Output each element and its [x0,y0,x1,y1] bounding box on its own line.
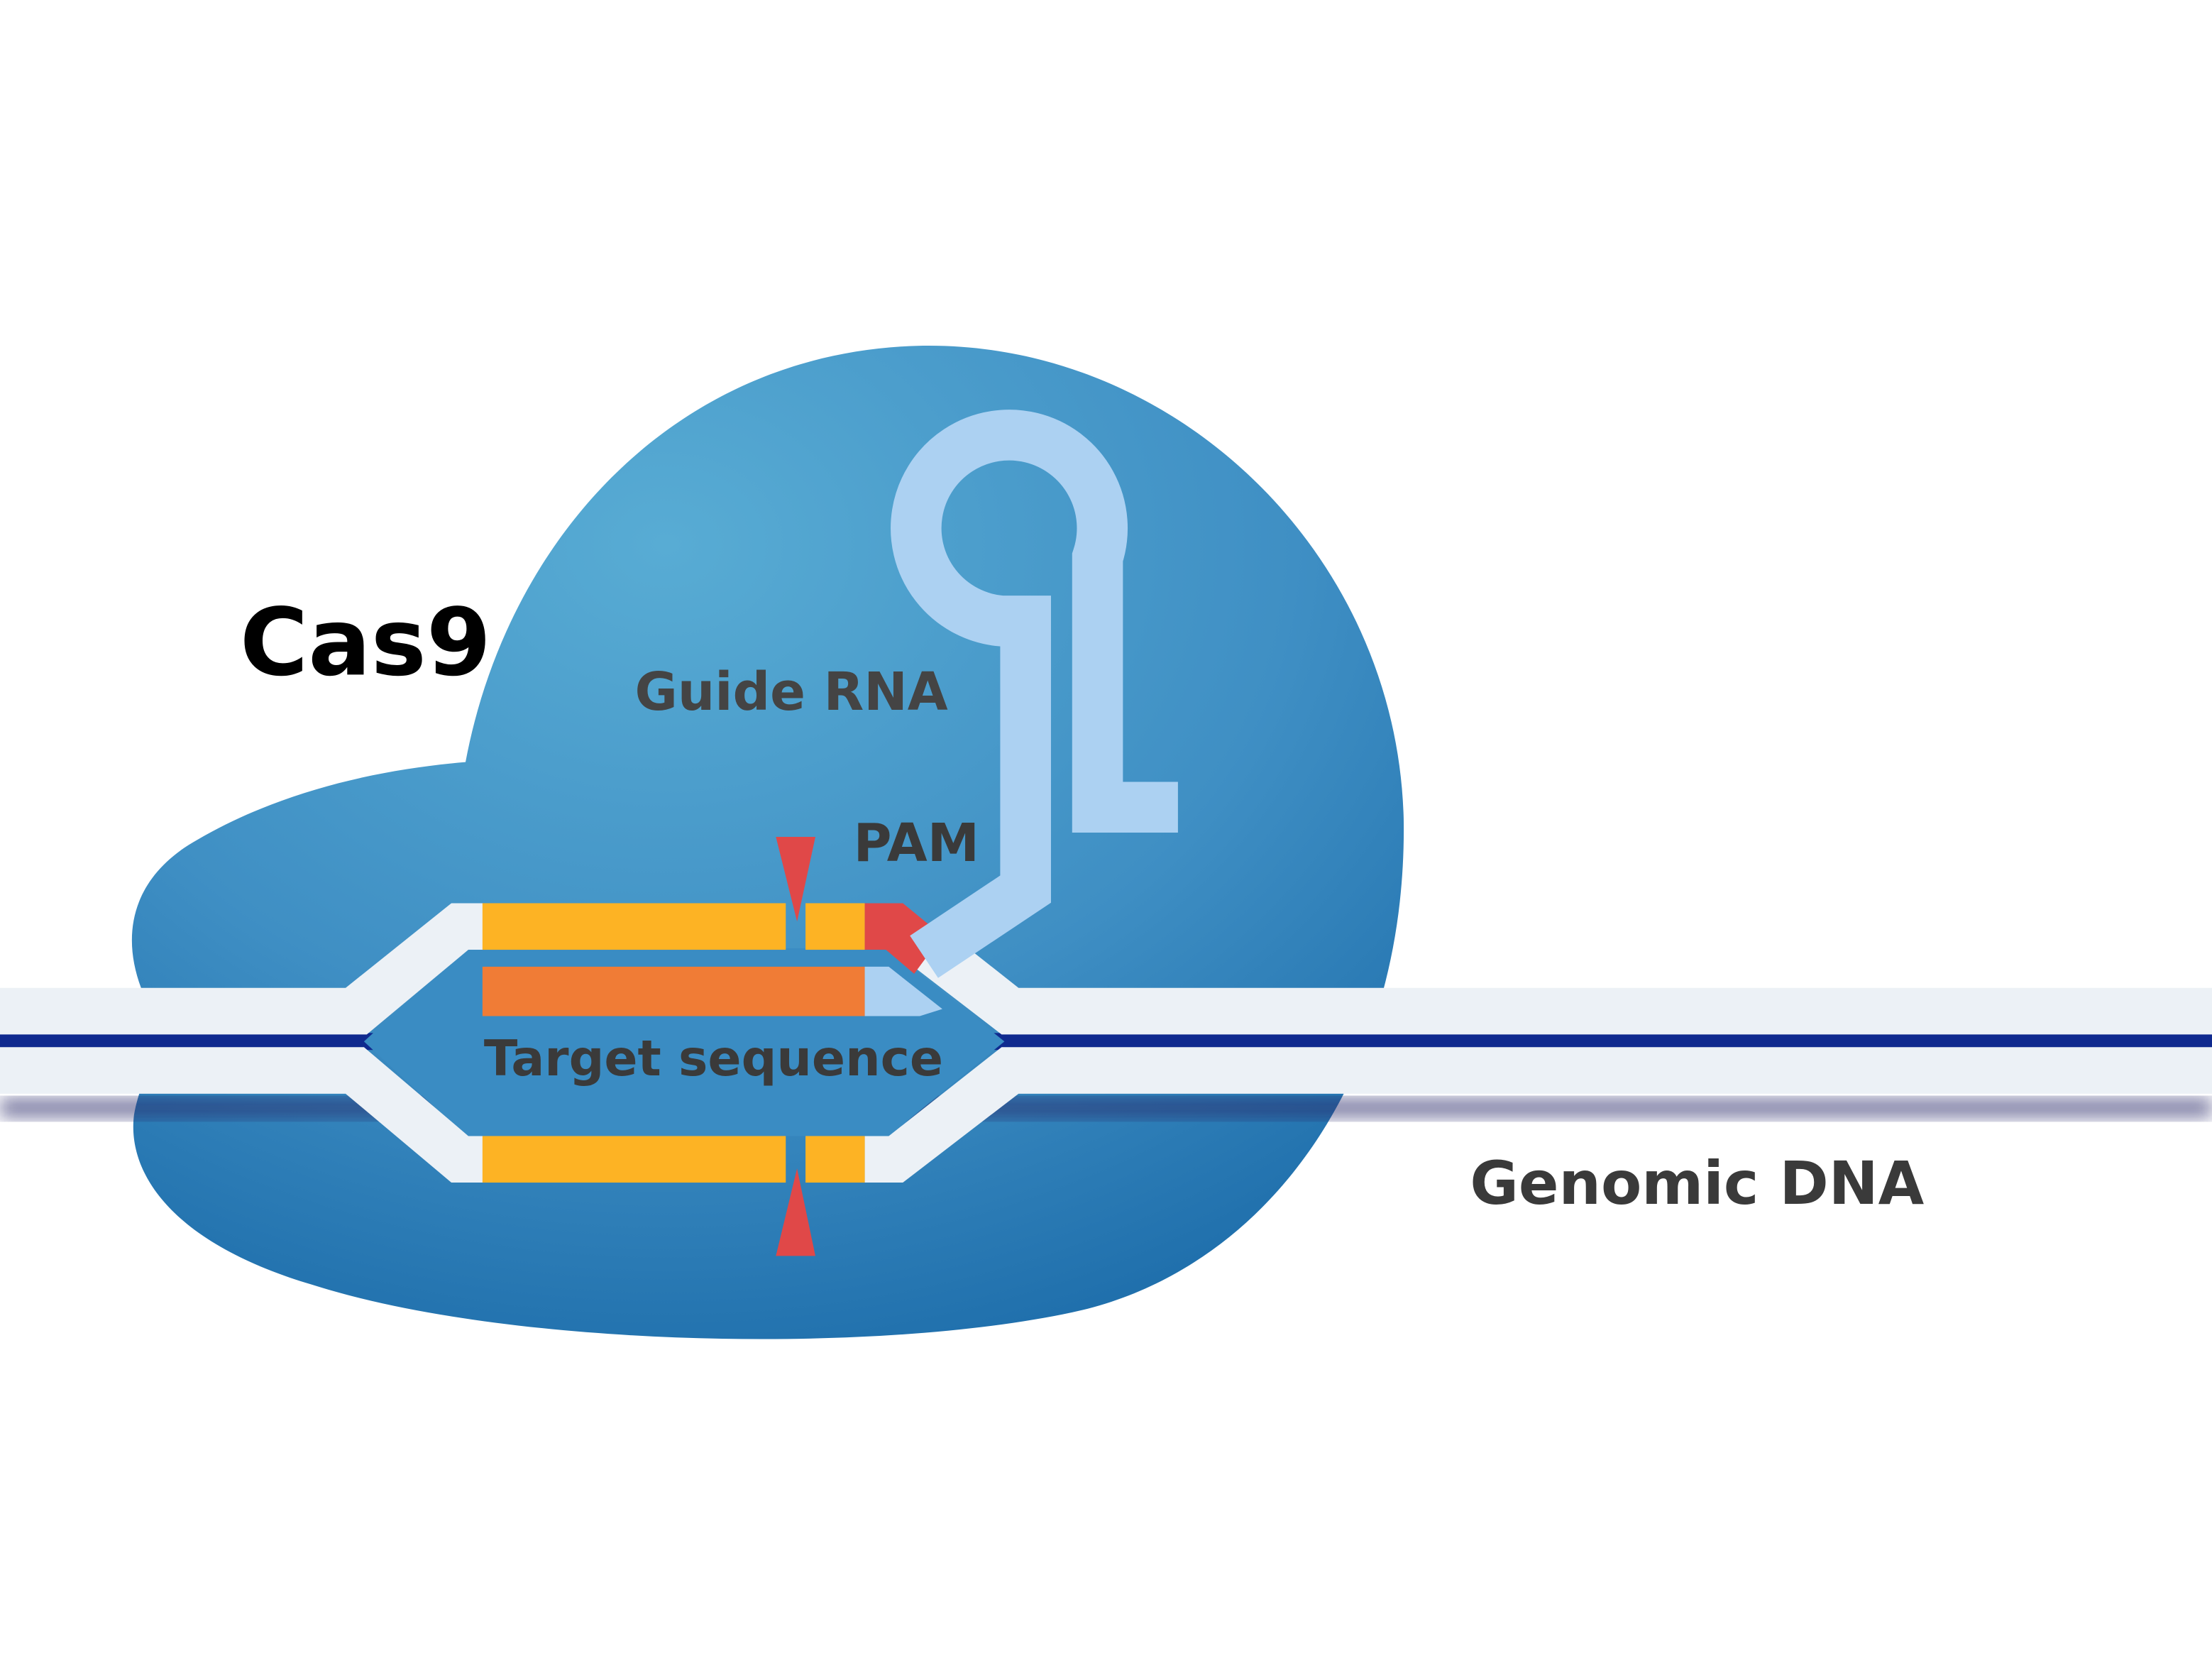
pam-label: PAM [854,813,979,874]
cas9-label: Cas9 [240,588,491,696]
cut-marker-bottom-icon [776,1168,815,1256]
dna-top-strand [0,903,487,1035]
target-strand-top-right [805,903,865,950]
guide-rna-link [864,966,942,1016]
genomic-dna-label: Genomic DNA [1470,1149,1924,1218]
target-strand-top-left [482,903,786,950]
dna-top-strand-right [910,924,2212,1035]
target-strand-bottom-left [482,1136,786,1183]
pam-segment [864,903,942,974]
dna-bottom-strand-right [864,1047,2212,1183]
cas9-protein-shape [131,345,1404,1339]
target-sequence-label: Target sequence [484,1030,943,1087]
cut-marker-top-icon [776,837,815,922]
dna-shadow [0,1097,2212,1118]
dna-bottom-strand [0,1047,487,1183]
guide-rna-hairpin [891,410,1178,978]
guide-rna-spacer [482,966,865,1016]
guide-rna-label: Guide RNA [635,662,948,723]
target-strand-bottom-right [805,1136,865,1183]
